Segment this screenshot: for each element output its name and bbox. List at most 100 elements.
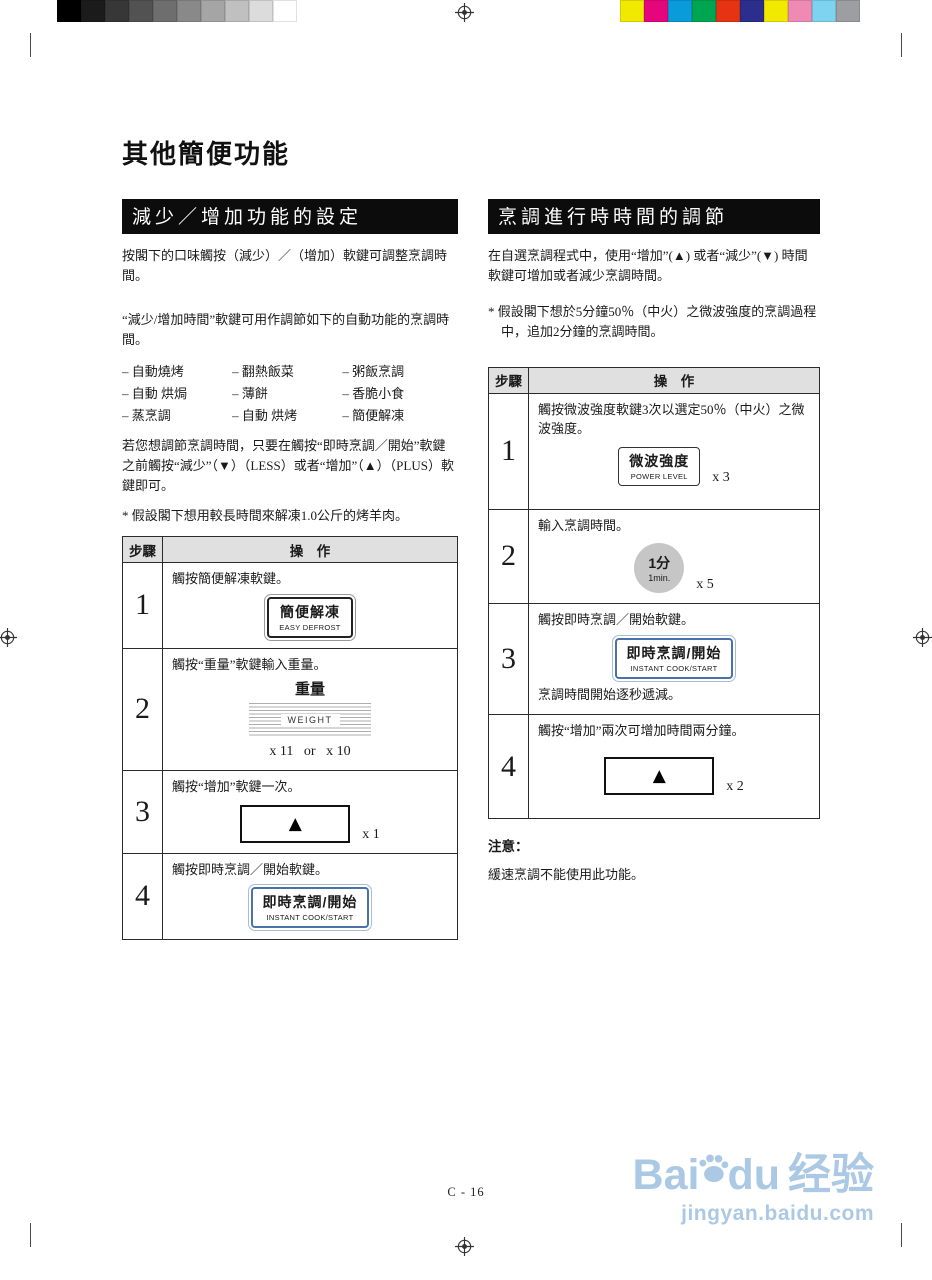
step-number: 3 xyxy=(488,603,529,716)
function-list-item: – 翻熱飯菜 xyxy=(232,363,294,379)
auto-function-list: – 自動燒烤– 翻熱飯菜– 粥飯烹調– 自動 烘焗– 薄餅– 香脆小食– 蒸烹調… xyxy=(122,361,458,424)
crop-mark xyxy=(901,1223,902,1247)
function-list-item: – 粥飯烹調 xyxy=(342,363,405,379)
press-count: x 2 xyxy=(726,778,744,794)
registration-mark-icon xyxy=(0,628,17,647)
step-number: 4 xyxy=(488,714,529,820)
section-header-time-adjust: 烹調進行時時間的調節 xyxy=(488,199,820,234)
step-number: 2 xyxy=(488,508,529,605)
calibration-swatch xyxy=(644,0,668,22)
step-description: 觸按“重量”軟鍵輸入重量。 xyxy=(172,656,327,672)
page-title: 其他簡便功能 xyxy=(122,139,291,169)
easy-defrost-key: 簡便解凍 EASY DEFROST xyxy=(264,593,356,641)
col-header-step: 步驟 xyxy=(122,536,163,564)
function-list-item: – 香脆小食 xyxy=(342,385,405,401)
calibration-swatch xyxy=(692,0,716,22)
step-number: 3 xyxy=(122,770,163,854)
step-number: 4 xyxy=(122,852,163,940)
table-row: 4 觸按“增加”兩次可增加時間兩分鐘。 ▲ x 2 xyxy=(488,714,820,820)
key-label: 微波強度 xyxy=(629,452,690,469)
calibration-swatch xyxy=(57,0,81,22)
registration-mark-icon xyxy=(455,1237,474,1256)
step-number: 2 xyxy=(122,647,163,772)
crop-mark xyxy=(901,33,902,57)
key-sublabel: EASY DEFROST xyxy=(279,622,341,632)
paragraph: 若您想調節烹調時間，只要在觸按“即時烹調／開始”軟鍵之前觸按“減少”（▼）（LE… xyxy=(122,437,454,493)
registration-mark-icon xyxy=(913,628,932,647)
table-row: 1 觸按簡便解凍軟鍵。 簡便解凍 EASY DEFROST xyxy=(122,562,458,649)
up-triangle-icon: ▲ xyxy=(288,813,302,834)
function-list-item: – 自動燒烤 xyxy=(122,363,184,379)
increase-key: ▲ xyxy=(240,804,351,843)
col-header-step: 步驟 xyxy=(488,366,529,394)
table-header-row: 步驟 操 作 xyxy=(488,366,820,394)
caution-text: 緩速烹調不能使用此功能。 xyxy=(488,867,645,883)
step-description: 觸按“增加”兩次可增加時間兩分鐘。 xyxy=(538,723,745,739)
col-header-operation: 操 作 xyxy=(528,366,820,394)
section-header-less-more: 減少／增加功能的設定 xyxy=(122,199,458,234)
one-minute-key: 1分 1min. xyxy=(634,543,685,594)
key-label: 即時烹調/開始 xyxy=(262,894,358,911)
steps-table-defrost: 步驟 操 作 1 觸按簡便解凍軟鍵。 簡便解凍 xyxy=(122,536,458,940)
increase-key: ▲ xyxy=(604,756,715,795)
watermark-brand-cn: 经验 xyxy=(788,1151,874,1200)
example-note: * 假設閣下想於5分鐘50％（中火）之微波強度的烹調過程中，追加2分鐘的烹調時間… xyxy=(488,304,817,340)
key-sublabel: INSTANT COOK/START xyxy=(630,663,718,673)
step-description: 觸按微波強度軟鍵3次以選定50％（中火）之微波強度。 xyxy=(538,401,805,437)
press-count: x 3 xyxy=(712,469,730,485)
function-list-item: – 簡便解凍 xyxy=(342,407,405,423)
crop-mark xyxy=(30,33,31,57)
calibration-swatch xyxy=(716,0,740,22)
key-sublabel: WEIGHT xyxy=(280,714,340,727)
step-description: 觸按即時烹調／開始軟鍵。 xyxy=(538,612,695,628)
calibration-swatch xyxy=(105,0,129,22)
calibration-swatch xyxy=(129,0,153,22)
col-header-operation: 操 作 xyxy=(162,536,458,564)
step-number: 1 xyxy=(488,392,529,510)
calibration-swatch xyxy=(620,0,644,22)
step-description: 觸按“增加”軟鍵一次。 xyxy=(172,779,301,795)
paragraph: 按閣下的口味觸按（減少）／（增加）軟鍵可調整烹調時間。 xyxy=(122,248,448,284)
press-count: x 5 xyxy=(696,577,714,593)
key-sublabel: INSTANT COOK/START xyxy=(266,913,354,923)
instant-cook-start-key: 即時烹調/開始 INSTANT COOK/START xyxy=(247,884,373,932)
up-triangle-icon: ▲ xyxy=(652,765,666,786)
function-list-item: – 自動 烘焗 xyxy=(122,385,188,401)
calibration-swatch xyxy=(81,0,105,22)
calibration-swatch xyxy=(201,0,225,22)
instant-cook-start-key: 即時烹調/開始 INSTANT COOK/START xyxy=(611,634,737,682)
baidu-paw-icon xyxy=(699,1154,729,1183)
page-content: 其他簡便功能 減少／增加功能的設定 按閣下的口味觸按（減少）／（增加）軟鍵可調整… xyxy=(122,134,822,940)
press-count: x 1 xyxy=(362,826,380,842)
table-row: 2 輸入烹調時間。 1分 1min. x 5 xyxy=(488,508,820,605)
calibration-swatch xyxy=(177,0,201,22)
color-calibration-strip xyxy=(620,0,860,22)
calibration-swatch xyxy=(668,0,692,22)
baidu-watermark: Bai du 经验 jingyan.baidu.com xyxy=(633,1152,874,1226)
calibration-swatch xyxy=(273,0,297,22)
caution-label: 注意： xyxy=(488,839,529,855)
steps-table-time-adjust: 步驟 操 作 1 觸按微波強度軟鍵3次以選定50％（中火）之微波強度。 微 xyxy=(488,366,820,820)
key-label: 簡便解凍 xyxy=(280,603,340,620)
step-description: 觸按簡便解凍軟鍵。 xyxy=(172,571,290,587)
table-row: 2 觸按“重量”軟鍵輸入重量。 重量 WEIGHT x 11 or x 10 xyxy=(122,647,458,772)
key-sublabel: 1min. xyxy=(648,573,671,584)
weight-key: WEIGHT xyxy=(249,703,371,738)
function-list-item: – 薄餅 xyxy=(232,385,268,401)
step-description: 觸按即時烹調／開始軟鍵。 xyxy=(172,861,329,877)
calibration-swatch xyxy=(153,0,177,22)
calibration-swatch xyxy=(740,0,764,22)
watermark-site-url: jingyan.baidu.com xyxy=(681,1202,874,1225)
power-level-key: 微波強度 POWER LEVEL xyxy=(618,446,701,486)
left-column: 減少／增加功能的設定 按閣下的口味觸按（減少）／（增加）軟鍵可調整烹調時間。 “… xyxy=(122,199,458,940)
calibration-swatch xyxy=(764,0,788,22)
press-count: x 11 or x 10 xyxy=(269,744,351,760)
calibration-swatch xyxy=(812,0,836,22)
watermark-brand-left: Bai xyxy=(632,1151,700,1200)
table-row: 1 觸按微波強度軟鍵3次以選定50％（中火）之微波強度。 微波強度 POWER … xyxy=(488,392,820,510)
grayscale-calibration-strip xyxy=(57,0,297,22)
example-note: * 假設閣下想用較長時間來解凍1.0公斤的烤羊肉。 xyxy=(122,507,409,523)
table-row: 4 觸按即時烹調／開始軟鍵。 即時烹調/開始 INSTANT COOK/STAR… xyxy=(122,852,458,940)
step-number: 1 xyxy=(122,562,163,649)
